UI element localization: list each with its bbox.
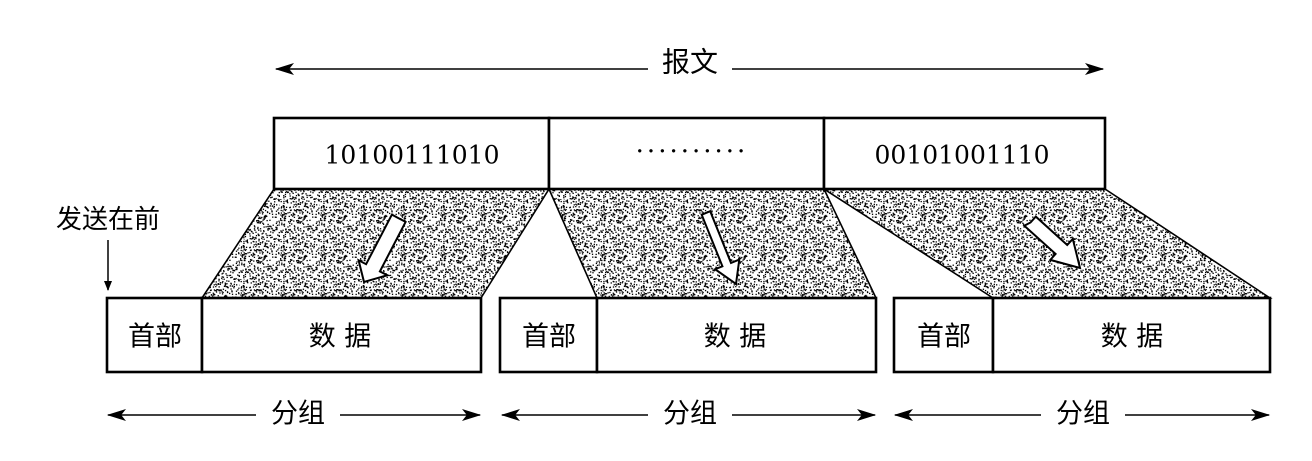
packet-2: 首部 数 据 xyxy=(498,296,878,374)
packet-span-1-label: 分组 xyxy=(271,399,325,430)
packet-2-data-label: 数 据 xyxy=(704,322,767,353)
message-segment-1-bits: 10100111010 xyxy=(325,141,500,170)
packet-2-header-label: 首部 xyxy=(522,322,576,353)
packet-span-2-label: 分组 xyxy=(663,399,717,430)
packet-3-data-label: 数 据 xyxy=(1101,322,1164,353)
packet-span-3-label: 分组 xyxy=(1056,399,1110,430)
packet-span-3: 分组 xyxy=(893,396,1271,434)
packet-3: 首部 数 据 xyxy=(892,296,1272,374)
packet-span-2: 分组 xyxy=(500,396,877,434)
hollow-arrow-2-icon xyxy=(700,209,741,286)
hollow-arrow-3-icon xyxy=(1022,215,1082,270)
packet-1-header-label: 首部 xyxy=(128,322,182,353)
message-label: 报文 xyxy=(662,46,718,79)
message-segment-2-ellipsis: ·········· xyxy=(636,137,749,167)
message-segment-3 xyxy=(822,116,1107,191)
message-segment-2 xyxy=(547,116,826,191)
packet-1-data-box xyxy=(200,296,483,374)
hollow-arrow-1-icon xyxy=(357,213,407,284)
projection-1 xyxy=(200,188,551,299)
packet-span-1: 分组 xyxy=(106,396,482,434)
packet-2-header-box xyxy=(498,296,599,374)
packet-1-data-label: 数 据 xyxy=(309,322,372,353)
packet-1: 首部 数 据 xyxy=(105,296,483,374)
message-bar: 10100111010 ·········· 00101001110 xyxy=(272,116,1107,191)
message-span: 报文 xyxy=(274,42,1105,82)
message-segment-3-bits: 00101001110 xyxy=(875,141,1050,170)
send-first-indicator: 发送在前 xyxy=(56,205,160,291)
message-segment-1 xyxy=(272,116,551,191)
direction-arrows xyxy=(357,209,1082,286)
packet-3-header-label: 首部 xyxy=(917,322,971,353)
packet-2-data-box xyxy=(595,296,878,374)
packet-3-data-box xyxy=(991,296,1272,374)
send-first-label: 发送在前 xyxy=(56,205,160,235)
